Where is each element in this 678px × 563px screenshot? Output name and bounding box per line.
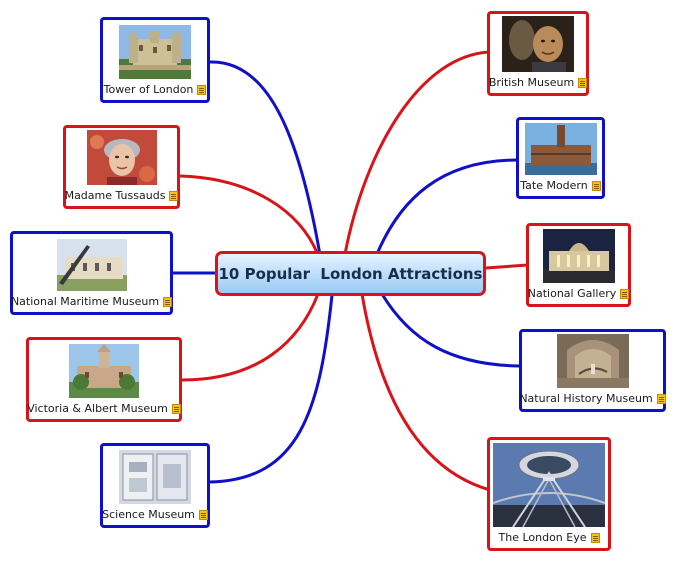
science-museum-photo bbox=[119, 450, 191, 504]
tate-modern-photo bbox=[524, 123, 597, 175]
tower-of-london-photo bbox=[119, 25, 191, 79]
branch-national-gallery bbox=[484, 263, 530, 270]
victoria-albert-museum-photo bbox=[69, 344, 139, 398]
natural-history-museum-caption: Natural History Museum bbox=[519, 392, 666, 405]
topic-victoria-albert-museum[interactable]: Victoria & Albert Museum bbox=[26, 337, 182, 422]
british-museum-photo bbox=[502, 16, 574, 72]
national-gallery-photo bbox=[542, 229, 615, 283]
note-icon[interactable] bbox=[656, 393, 666, 404]
madame-tussauds-caption: Madame Tussauds bbox=[65, 189, 179, 202]
london-eye-label: The London Eye bbox=[498, 531, 587, 544]
natural-history-museum-label: Natural History Museum bbox=[519, 392, 653, 405]
natural-history-museum-photo bbox=[556, 334, 629, 388]
british-museum-caption: British Museum bbox=[488, 76, 588, 89]
london-eye-caption: The London Eye bbox=[499, 531, 600, 544]
note-icon[interactable] bbox=[591, 180, 601, 191]
branch-tate-modern bbox=[375, 158, 520, 256]
madame-tussauds-label: Madame Tussauds bbox=[64, 189, 166, 202]
branch-madame-tussauds bbox=[178, 174, 320, 257]
london-eye-photo bbox=[493, 443, 605, 527]
topic-national-gallery[interactable]: National Gallery bbox=[526, 223, 631, 307]
british-museum-label: British Museum bbox=[488, 76, 575, 89]
topic-national-maritime-museum[interactable]: National Maritime Museum bbox=[10, 231, 173, 315]
tate-modern-label: Tate Modern bbox=[520, 179, 588, 192]
national-maritime-museum-photo bbox=[56, 239, 127, 291]
madame-tussauds-photo bbox=[86, 130, 157, 185]
science-museum-caption: Science Museum bbox=[102, 508, 208, 521]
note-icon[interactable] bbox=[197, 84, 207, 95]
note-icon[interactable] bbox=[163, 296, 173, 307]
note-icon[interactable] bbox=[169, 190, 179, 201]
victoria-albert-museum-caption: Victoria & Albert Museum bbox=[27, 402, 181, 415]
topic-natural-history-museum[interactable]: Natural History Museum bbox=[519, 329, 666, 412]
victoria-albert-museum-label: Victoria & Albert Museum bbox=[27, 402, 168, 415]
branch-natural-history-museum bbox=[380, 292, 522, 368]
branch-tower-of-london bbox=[208, 60, 322, 257]
branch-science-museum bbox=[208, 293, 334, 484]
national-gallery-label: National Gallery bbox=[527, 287, 617, 300]
tate-modern-caption: Tate Modern bbox=[520, 179, 601, 192]
note-icon[interactable] bbox=[590, 532, 600, 543]
branch-victoria-albert bbox=[180, 292, 320, 382]
branch-british-museum bbox=[343, 50, 492, 256]
central-topic[interactable]: 10 Popular London Attractions bbox=[215, 251, 486, 296]
topic-tower-of-london[interactable]: Tower of London bbox=[100, 17, 210, 103]
national-maritime-museum-caption: National Maritime Museum bbox=[10, 295, 173, 308]
note-icon[interactable] bbox=[620, 288, 630, 299]
note-icon[interactable] bbox=[171, 403, 181, 414]
tower-of-london-caption: Tower of London bbox=[104, 83, 207, 96]
tower-of-london-label: Tower of London bbox=[103, 83, 194, 96]
note-icon[interactable] bbox=[198, 509, 208, 520]
central-topic-label: 10 Popular London Attractions bbox=[218, 264, 483, 283]
national-maritime-museum-label: National Maritime Museum bbox=[10, 295, 160, 308]
note-icon[interactable] bbox=[578, 77, 588, 88]
topic-tate-modern[interactable]: Tate Modern bbox=[516, 117, 605, 199]
branch-london-eye bbox=[360, 292, 492, 492]
topic-the-london-eye[interactable]: The London Eye bbox=[487, 437, 611, 551]
topic-science-museum[interactable]: Science Museum bbox=[100, 443, 210, 528]
topic-madame-tussauds[interactable]: Madame Tussauds bbox=[63, 125, 180, 209]
national-gallery-caption: National Gallery bbox=[528, 287, 630, 300]
science-museum-label: Science Museum bbox=[102, 508, 195, 521]
topic-british-museum[interactable]: British Museum bbox=[487, 11, 589, 96]
